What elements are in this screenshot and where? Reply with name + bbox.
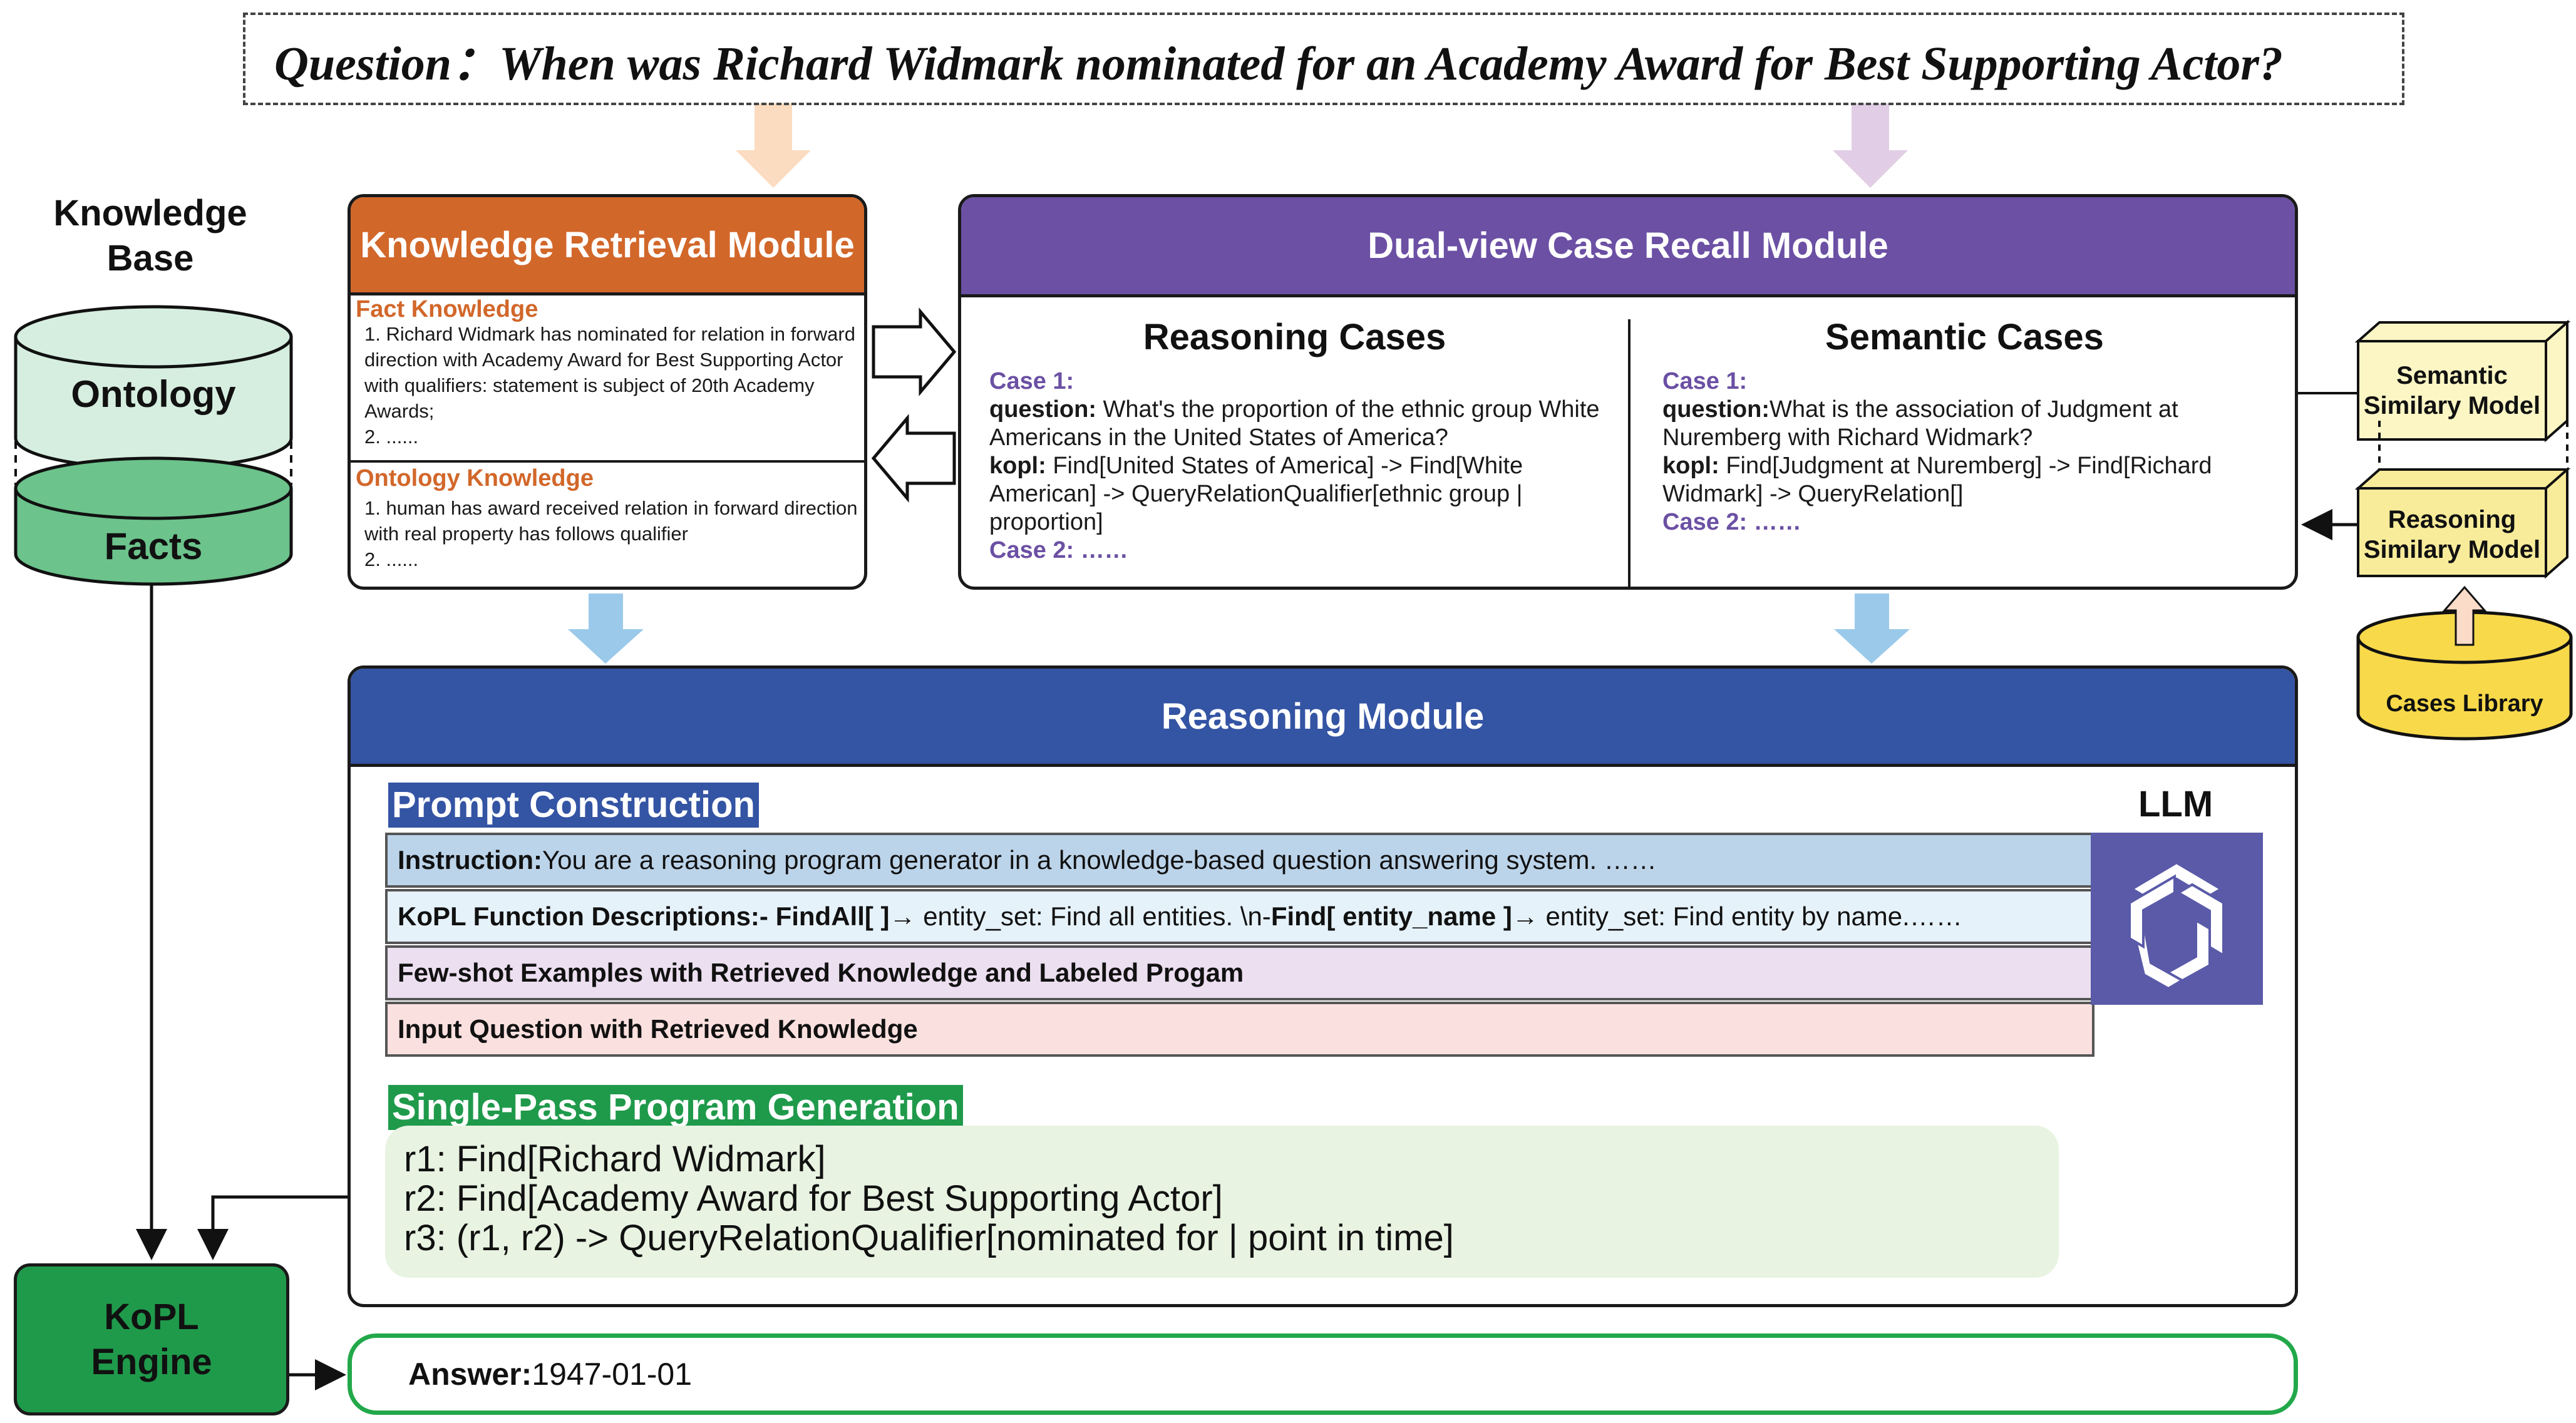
generated-program-box: r1: Find[Richard Widmark] r2: Find[Acade… <box>385 1126 2059 1278</box>
library-to-model-arrow <box>2442 585 2487 646</box>
kopl-engine-line2: Engine <box>91 1341 212 1382</box>
reasoning-kopl-text: Find[United States of America] -> Find[W… <box>989 453 1523 535</box>
retrieval-to-reasoning-arrow <box>568 593 644 664</box>
ontology-knowledge-item-2: 2. ...... <box>364 548 419 570</box>
recall-to-retrieval-arrow <box>871 414 956 503</box>
reasoning-case1-label: Case 1: <box>989 368 1074 394</box>
question-to-recall-arrow <box>1833 103 1908 188</box>
semantic-question-text: What is the association of Judgment at N… <box>1662 396 2178 451</box>
kopl-description-row: KoPL Function Descriptions: - FindAll[ ]… <box>385 889 2094 944</box>
answer-label: Answer: <box>408 1357 532 1392</box>
reasoning-kopl-label: kopl: <box>989 453 1046 479</box>
kopl-description-find: Find[ entity_name ] <box>1270 902 1512 931</box>
semantic-question-label: question: <box>1662 396 1770 423</box>
semantic-kopl-label: kopl: <box>1662 453 1719 479</box>
answer-box: Answer: 1947-01-01 <box>348 1333 2298 1415</box>
question-to-retrieval-arrow <box>736 103 811 188</box>
kopl-engine-box: KoPL Engine <box>14 1263 289 1415</box>
semantic-case1-question: question:What is the association of Judg… <box>1662 396 2276 452</box>
knowledge-base-title-line2: Base <box>106 238 194 279</box>
semantic-cases-title: Semantic Cases <box>1825 317 2104 357</box>
program-line-3: r3: (r1, r2) -> QueryRelationQualifier[n… <box>404 1218 1454 1258</box>
semantic-case-1: Case 1: question:What is the association… <box>1662 367 2276 537</box>
reasoning-case1-kopl: kopl: Find[United States of America] -> … <box>989 452 1615 537</box>
retrieval-to-recall-arrow <box>872 307 957 396</box>
answer-value: 1947-01-01 <box>532 1357 693 1392</box>
ontology-knowledge-item-1: 1. human has award received relation in … <box>364 497 858 545</box>
fact-knowledge-item-1: 1. Richard Widmark has nominated for rel… <box>364 323 855 422</box>
reasoning-case1-question: question: What's the proportion of the e… <box>989 396 1615 452</box>
semantic-kopl-text: Find[Judgment at Nuremberg] -> Find[Rich… <box>1662 453 2212 507</box>
kopl-description-findall-text: → entity_set: Find all entities. \n- <box>889 902 1271 931</box>
knowledge-base-title-line1: Knowledge <box>53 193 247 234</box>
reasoning-module: Reasoning Module Prompt Construction Ins… <box>348 665 2298 1307</box>
program-line-2: r2: Find[Academy Award for Best Supporti… <box>404 1178 1223 1219</box>
reasoning-model-label-line2: Similary Model <box>2363 536 2541 563</box>
fact-knowledge-title: Fact Knowledge <box>356 296 538 322</box>
kopl-engine-line1: KoPL <box>104 1296 199 1337</box>
input-question-row: Input Question with Retrieved Knowledge <box>385 1002 2094 1057</box>
reasoning-case-1: Case 1: question: What's the proportion … <box>989 367 1615 565</box>
semantic-model-label-line1: Semantic <box>2396 362 2508 389</box>
facts-label: Facts <box>104 525 203 567</box>
reasoning-question-label: question: <box>989 396 1096 423</box>
few-shot-row: Few-shot Examples with Retrieved Knowled… <box>385 945 2094 1000</box>
recall-to-reasoning-arrow <box>1834 593 1910 664</box>
dual-view-case-recall-module: Dual-view Case Recall Module Reasoning C… <box>958 194 2298 590</box>
case-column-divider <box>1628 319 1631 587</box>
ontology-label: Ontology <box>71 373 236 415</box>
kopl-description-findall: - FindAll[ ] <box>759 902 890 931</box>
instruction-label: Instruction: <box>398 845 542 875</box>
reasoning-model-label-line1: Reasoning <box>2388 506 2517 533</box>
semantic-model-label-line2: Similary Model <box>2363 392 2541 419</box>
reasoning-module-title: Reasoning Module <box>351 669 2295 767</box>
reasoning-cases-title: Reasoning Cases <box>1143 317 1446 357</box>
semantic-case1-kopl: kopl: Find[Judgment at Nuremberg] -> Fin… <box>1662 452 2276 508</box>
single-pass-generation-label: Single-Pass Program Generation <box>388 1085 963 1130</box>
fact-knowledge-item-2: 2. ...... <box>364 426 419 448</box>
cases-library-label: Cases Library <box>2386 691 2543 717</box>
retrieval-divider <box>351 460 864 463</box>
knowledge-base-title: Knowledge Base <box>6 191 294 281</box>
semantic-model-label: Semantic Similary Model <box>2358 361 2546 421</box>
kopl-description-find-text: → entity_set: Find entity by name.…… <box>1512 902 1962 931</box>
dual-view-title: Dual-view Case Recall Module <box>961 197 2295 297</box>
reasoning-model-label: Reasoning Similary Model <box>2358 505 2546 565</box>
facts-cylinder <box>14 456 293 586</box>
semantic-case2-label: Case 2: …… <box>1662 509 1801 535</box>
reasoning-question-text: What's the proportion of the ethnic grou… <box>989 396 1600 451</box>
llm-label: LLM <box>2138 784 2213 825</box>
question-text: Question：When was Richard Widmark nomina… <box>274 38 2283 90</box>
ontology-cylinder <box>14 305 293 470</box>
question-box: Question：When was Richard Widmark nomina… <box>243 13 2404 105</box>
reasoning-case2-label: Case 2: …… <box>989 537 1128 563</box>
llm-logo-icon <box>2091 833 2263 1005</box>
instruction-row: Instruction: You are a reasoning program… <box>385 833 2094 888</box>
instruction-text: You are a reasoning program generator in… <box>542 845 1657 875</box>
kopl-description-label: KoPL Function Descriptions: <box>398 902 760 931</box>
knowledge-retrieval-title: Knowledge Retrieval Module <box>351 197 864 295</box>
semantic-case1-label: Case 1: <box>1662 368 1748 394</box>
program-line-1: r1: Find[Richard Widmark] <box>404 1139 826 1179</box>
ontology-knowledge-title: Ontology Knowledge <box>356 465 594 491</box>
semantic-model-box <box>2354 319 2571 443</box>
prompt-construction-label: Prompt Construction <box>388 783 759 828</box>
knowledge-retrieval-module: Knowledge Retrieval Module Fact Knowledg… <box>348 194 867 590</box>
reasoning-model-box <box>2354 466 2571 579</box>
